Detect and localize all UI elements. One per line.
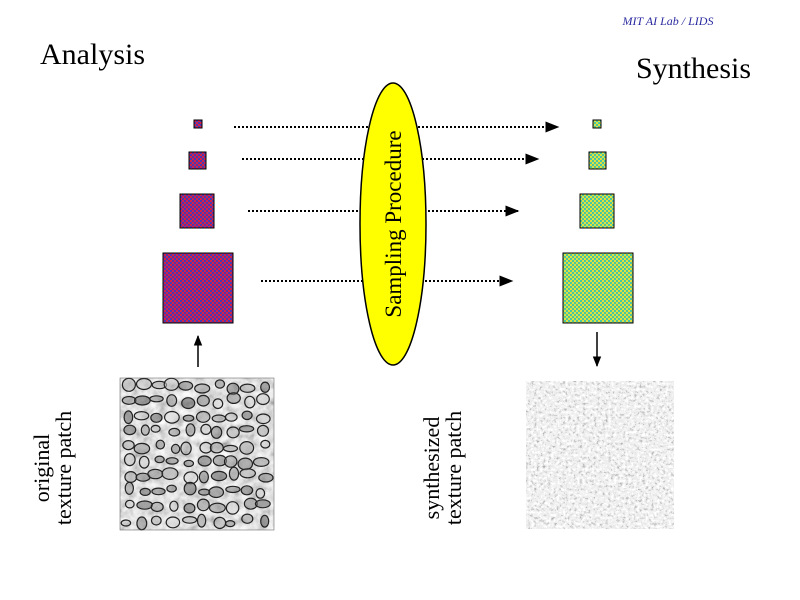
original-label-line2: texture patch [51,411,76,525]
sampling-procedure-ellipse [359,82,427,366]
synthesized-label-line2: texture patch [441,411,466,525]
synthesis-pyramid-level-2 [579,193,615,229]
analysis-pyramid-level-4 [193,119,203,129]
sampling-procedure-label: Sampling Procedure [381,130,406,317]
synthesized-label-line1: synthesized [419,417,444,520]
analysis-pyramid-level-1 [162,252,234,324]
original-label-line1: original [29,434,54,502]
synthesis-pyramid-level-1 [562,252,634,324]
affiliation-label: MIT AI Lab / LIDS [622,14,714,28]
analysis-pyramid-level-3 [188,151,207,170]
synthesis-pyramid-level-4 [592,119,602,129]
analysis-title: Analysis [40,38,145,71]
synthesis-title: Synthesis [636,52,751,85]
analysis-pyramid-level-2 [179,193,215,229]
synthesized-texture-image [526,381,674,529]
synthesis-pyramid-level-3 [588,151,607,170]
original-texture-image [119,377,275,531]
